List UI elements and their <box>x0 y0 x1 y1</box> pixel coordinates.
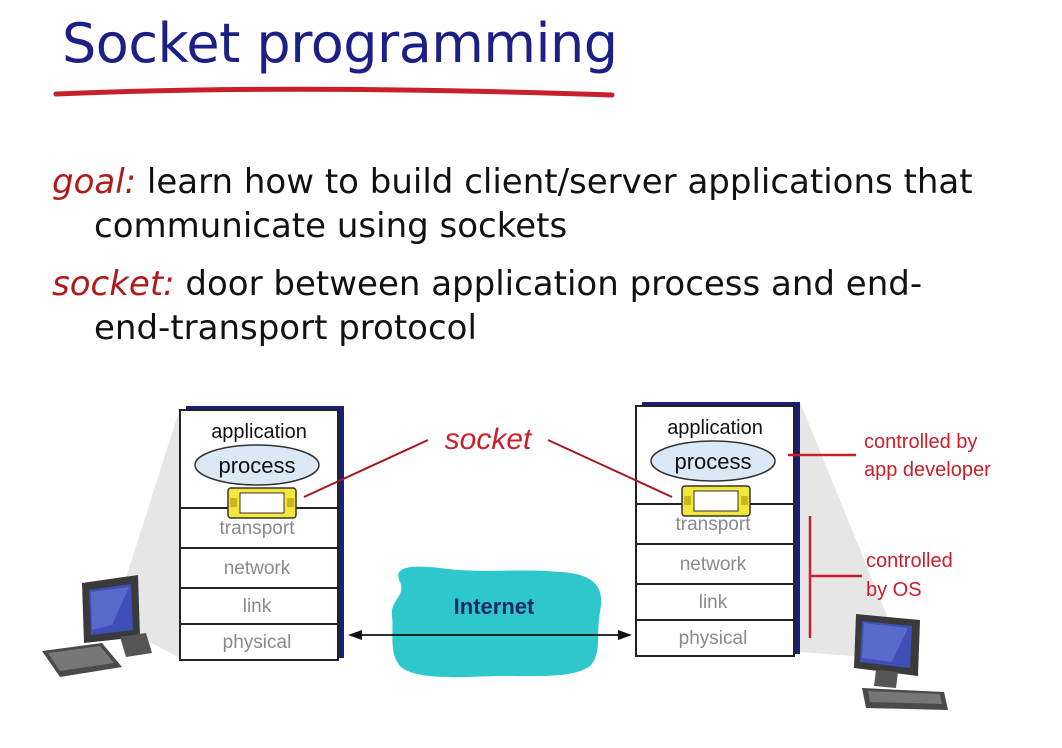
left-layer-physical: physical <box>223 632 292 653</box>
right-process-ellipse <box>650 440 776 482</box>
right-layer-physical: physical <box>679 628 748 649</box>
internet-cloud <box>391 566 602 678</box>
annotation-app-line2: app developer <box>864 459 991 481</box>
annotation-os-line1: controlled <box>866 550 953 572</box>
socket-pointer-right <box>547 439 673 498</box>
internet-label: Internet <box>454 594 535 619</box>
left-socket-icon <box>227 487 297 519</box>
socket-label: socket <box>445 423 533 456</box>
title-underline <box>53 86 615 98</box>
left-process-ellipse <box>194 444 320 486</box>
left-layer-network: network <box>224 558 291 579</box>
socket-line2: end-transport protocol <box>94 308 477 348</box>
left-layer-link: link <box>243 596 272 617</box>
left-layer-transport: transport <box>220 518 296 539</box>
right-socket-icon <box>681 485 751 517</box>
right-layer-network: network <box>680 554 747 575</box>
annotation-app-line1: controlled by <box>864 431 977 453</box>
right-protocol-stack: application process transport network li… <box>635 402 800 657</box>
left-protocol-stack: application process transport network li… <box>179 406 344 661</box>
socket-line1: door between application process and end… <box>174 264 923 304</box>
slide-title: Socket programming <box>62 12 618 75</box>
right-application-label: application <box>667 417 763 439</box>
left-application-label: application <box>211 421 307 443</box>
right-layer-link: link <box>699 592 728 613</box>
right-computer-icon <box>854 614 948 710</box>
goal-paragraph: goal: learn how to build client/server a… <box>52 160 973 248</box>
physical-link-arrow <box>348 630 632 640</box>
socket-term: socket: <box>52 264 175 304</box>
goal-term: goal: <box>52 162 137 202</box>
goal-line1: learn how to build client/server applica… <box>136 162 973 202</box>
goal-line2: communicate using sockets <box>94 206 568 246</box>
socket-pointer-left <box>303 439 429 498</box>
left-process-label: process <box>218 453 295 478</box>
right-host-beam <box>800 402 905 660</box>
right-process-label: process <box>674 449 751 474</box>
right-layer-transport: transport <box>676 514 752 535</box>
socket-paragraph: socket: door between application process… <box>52 262 922 350</box>
left-computer-icon <box>42 575 152 677</box>
annotation-os-line2: by OS <box>866 579 922 601</box>
